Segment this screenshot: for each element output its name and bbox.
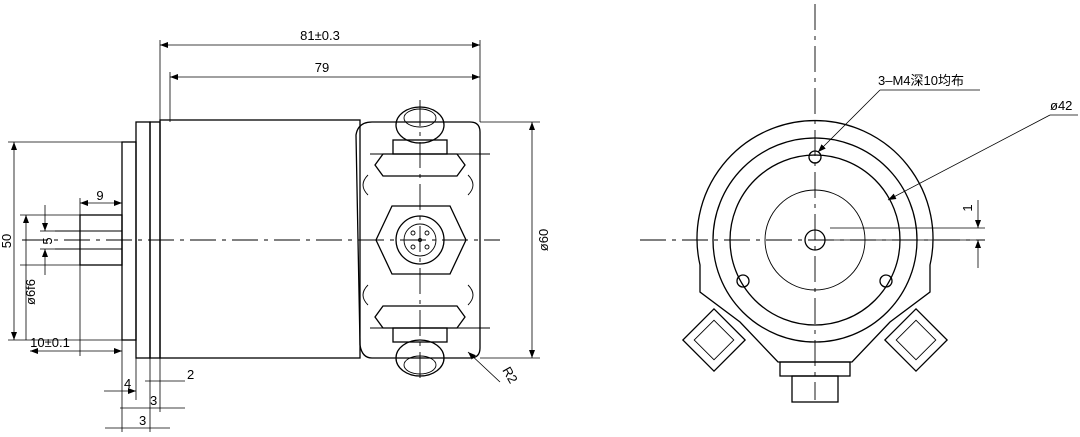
encoder-body <box>159 119 361 359</box>
leader-holes <box>817 89 881 153</box>
flange-plate-outer <box>121 141 137 341</box>
dim-radius: R2 <box>499 364 520 386</box>
dim-shaft-dia: ø6f6 <box>23 279 38 305</box>
dim-holes: 3–M4深10均布 <box>878 73 964 88</box>
dim-flange-b: 2 <box>187 367 194 382</box>
front-connector-left <box>681 307 747 373</box>
dim-bolt-circle: ø42 <box>1050 98 1072 113</box>
dim-shaft-len: 10±0.1 <box>30 335 70 350</box>
dim-shaft-flat: 9 <box>96 188 103 203</box>
dim-flange-a: 4 <box>124 376 131 391</box>
dim-shaft-small: 5 <box>40 237 55 244</box>
dim-flange-d: 3 <box>139 413 146 428</box>
mount-hole-right <box>879 274 893 288</box>
mount-hole-top <box>808 150 822 164</box>
dim-body-dia: ø60 <box>536 229 551 251</box>
front-connector-bottom <box>779 361 851 403</box>
dim-offset: 1 <box>960 204 975 211</box>
dim-flange-c: 3 <box>150 393 157 408</box>
front-connector-right <box>883 307 949 373</box>
front-housing-outer <box>696 119 934 363</box>
dim-height: 50 <box>0 234 14 248</box>
mount-hole-left <box>736 274 750 288</box>
dim-length-body: 79 <box>315 60 329 75</box>
housing-contours <box>362 174 474 306</box>
side-view: 81±0.3 79 ø60 R2 50 ø6f6 5 9 <box>0 28 551 432</box>
front-view: 3–M4深10均布 ø42 1 <box>640 4 1078 403</box>
dim-length-total: 81±0.3 <box>300 28 340 43</box>
leader-bolt-circle <box>887 114 1051 201</box>
connector-bottom <box>370 305 490 377</box>
dim-line-radius <box>467 351 501 383</box>
connector-top <box>370 106 490 177</box>
